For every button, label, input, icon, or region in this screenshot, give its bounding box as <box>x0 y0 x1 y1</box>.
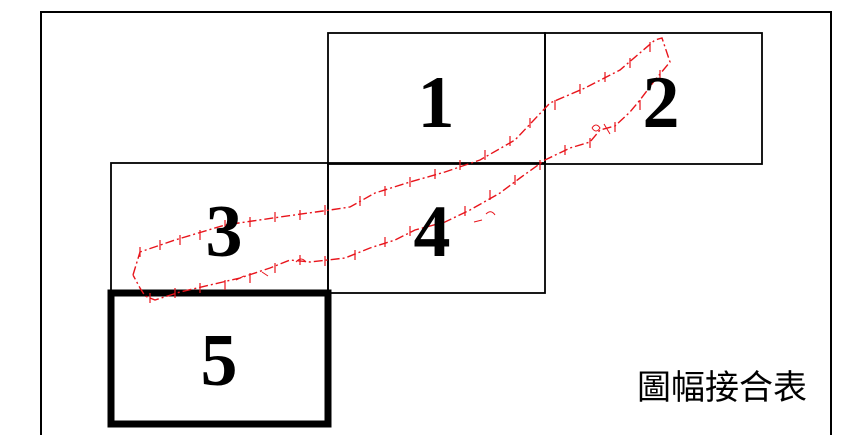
outer-frame <box>40 11 832 435</box>
tile-5-label: 5 <box>201 320 238 402</box>
tile-4-label: 4 <box>414 191 451 273</box>
survey-route <box>132 37 671 301</box>
tile-3-label: 3 <box>206 191 243 273</box>
tile-4-frame <box>327 162 546 294</box>
route-markers <box>235 123 611 281</box>
tile-5-frame-highlighted <box>107 289 332 428</box>
tile-2-label: 2 <box>643 62 680 144</box>
tile-1-label: 1 <box>418 62 455 144</box>
diagram-caption: 圖幅接合表 <box>637 368 807 408</box>
route-north-path <box>132 37 671 301</box>
route-ticks <box>139 42 661 303</box>
tile-2-frame <box>544 32 763 165</box>
